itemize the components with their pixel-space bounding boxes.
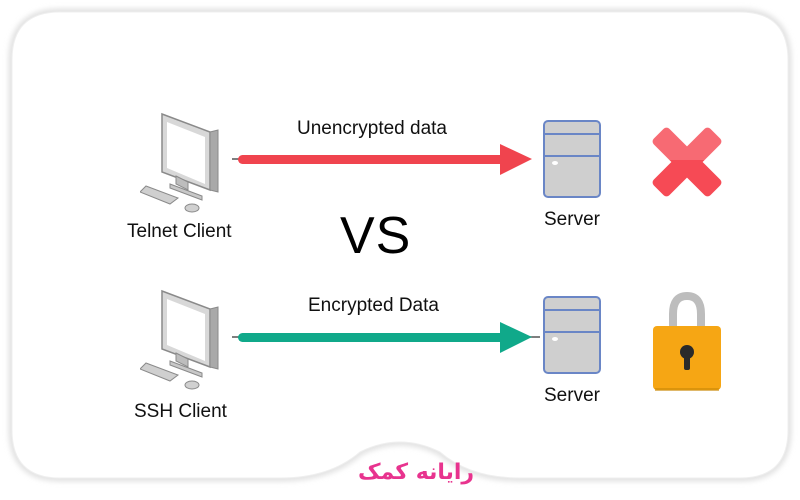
padlock-icon: [653, 291, 721, 391]
brand-logo: رایانه کمک: [358, 460, 475, 485]
cross-icon: [645, 120, 729, 197]
ssh-client-label: SSH Client: [134, 401, 227, 422]
server-icon: [543, 296, 601, 374]
unencrypted-arrow: [232, 144, 532, 175]
vs-label: VS: [340, 207, 412, 265]
desktop-computer-icon: [140, 112, 219, 213]
unencrypted-data-label: Unencrypted data: [297, 118, 447, 139]
server-label: Server: [544, 385, 600, 406]
server-label: Server: [544, 209, 600, 230]
telnet-client-label: Telnet Client: [127, 221, 232, 242]
encrypted-data-label: Encrypted Data: [308, 295, 439, 316]
encrypted-arrow: [232, 322, 540, 353]
server-icon: [543, 120, 601, 198]
desktop-computer-icon: [140, 289, 219, 390]
